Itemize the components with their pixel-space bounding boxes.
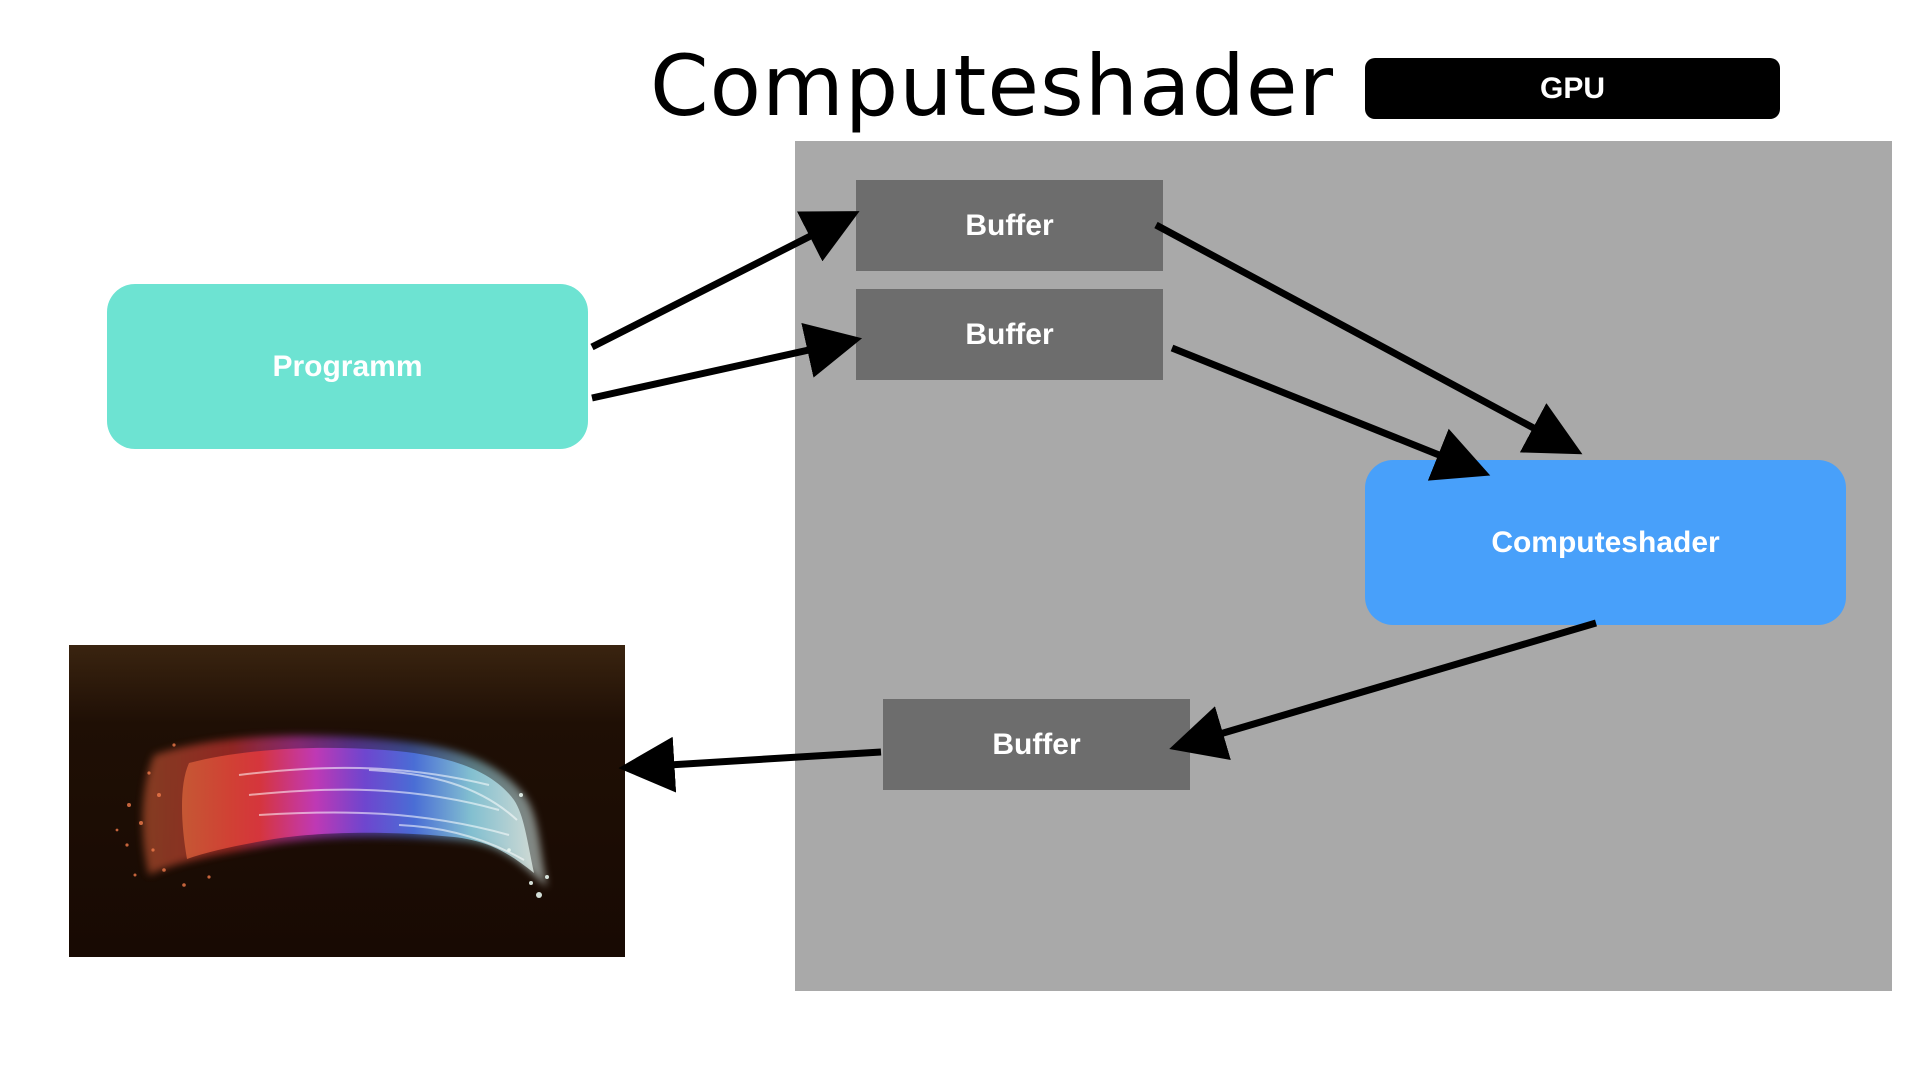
buffer-node-middle: Buffer xyxy=(856,289,1163,380)
slide-title: Computeshader xyxy=(650,37,1335,135)
buffer-node-top: Buffer xyxy=(856,180,1163,271)
particle-render-image xyxy=(69,645,625,957)
gpu-badge: GPU xyxy=(1365,58,1780,119)
computeshader-node: Computeshader xyxy=(1365,460,1846,625)
programm-node: Programm xyxy=(107,284,588,449)
buffer-node-bottom: Buffer xyxy=(883,699,1190,790)
particle-stream-graphic xyxy=(115,735,549,898)
